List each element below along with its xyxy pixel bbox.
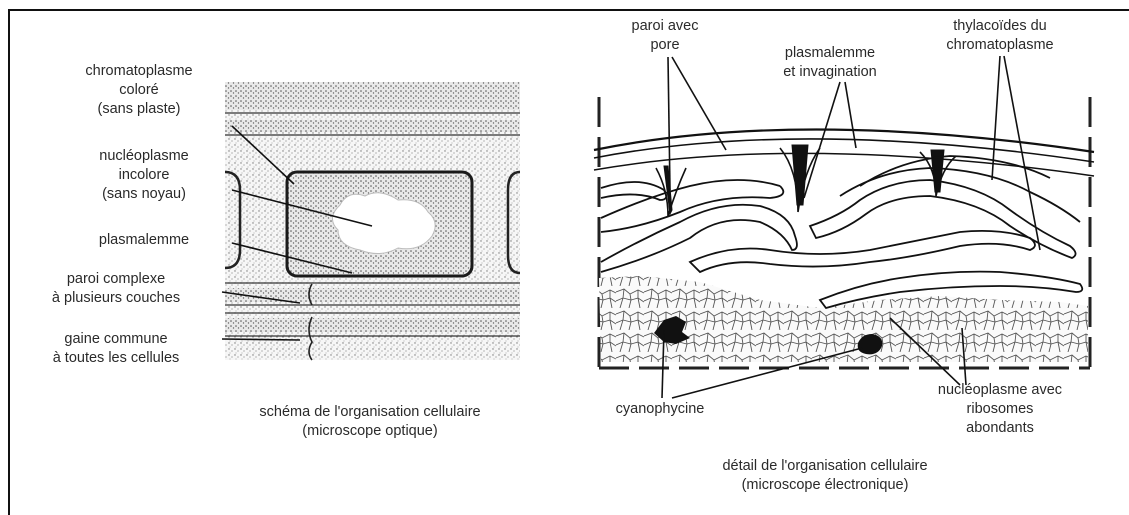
leader-gaine — [222, 339, 300, 340]
label-chromatoplasme: chromatoplasme coloré (sans plaste) — [44, 62, 234, 119]
left-cell-diagram — [222, 82, 520, 360]
wall-layer-bottom-2 — [225, 318, 520, 332]
wall-layer-top — [225, 82, 520, 110]
label-nucleoplasme-ribosomes: nucléoplasme avec ribosomes abondants — [905, 381, 1095, 438]
label-plasmalemme-invagination: plasmalemme et invagination — [740, 44, 920, 82]
leader-plasmalemme-1 — [804, 82, 840, 198]
label-paroi-avec-pore: paroi avec pore — [610, 17, 720, 55]
leader-thylacoides-2 — [1004, 56, 1040, 250]
label-nucleoplasme: nucléoplasme incolore (sans noyau) — [56, 147, 232, 204]
wall-layer-bottom — [225, 288, 520, 302]
label-plasmalemme: plasmalemme — [56, 231, 232, 250]
label-cyanophycine: cyanophycine — [600, 400, 720, 419]
leader-plasmalemme-2 — [845, 82, 856, 148]
wall-layer-top-2 — [225, 120, 520, 132]
label-gaine-commune: gaine commune à toutes les cellules — [10, 330, 222, 368]
caption-right: détail de l'organisation cellulaire (mic… — [660, 457, 990, 495]
label-thylacoides: thylacoïdes du chromatoplasme — [915, 17, 1085, 55]
label-paroi-complexe: paroi complexe à plusieurs couches — [10, 270, 222, 308]
caption-left: schéma de l'organisation cellulaire (mic… — [190, 403, 550, 441]
right-cell-diagram — [594, 56, 1094, 398]
